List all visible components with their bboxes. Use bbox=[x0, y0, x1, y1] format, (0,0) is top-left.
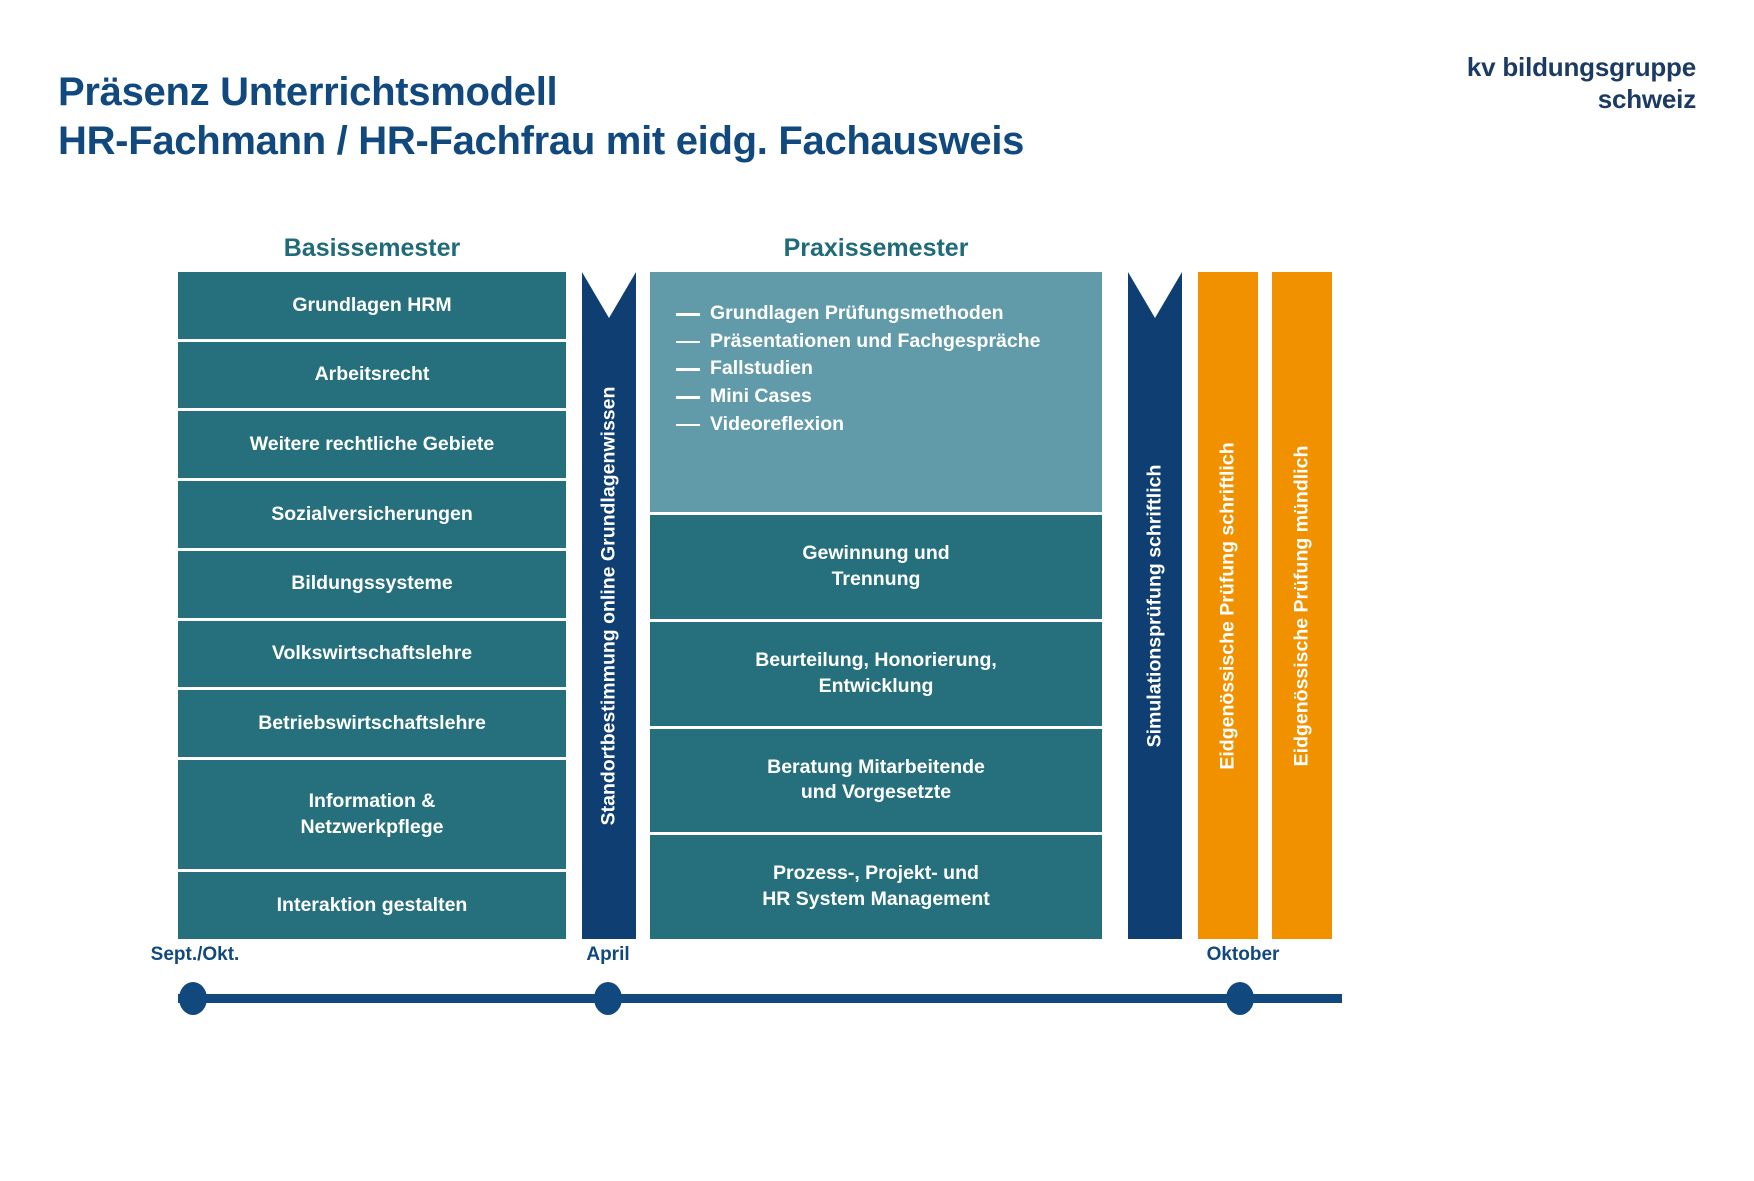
dash-icon bbox=[676, 313, 700, 316]
bar-simulationspruefung[interactable]: Simulationsprüfung schriftlich bbox=[1128, 272, 1182, 939]
dash-icon bbox=[676, 423, 700, 427]
basis-block-volkswirtschaftslehre[interactable]: Volkswirtschaftslehre bbox=[178, 620, 566, 688]
timeline-label-april: April bbox=[586, 944, 630, 965]
dash-icon bbox=[676, 368, 700, 371]
basis-block-arbeitsrecht[interactable]: Arbeitsrecht bbox=[178, 341, 566, 409]
timeline-dot-april[interactable] bbox=[594, 982, 622, 1015]
basis-block-bildungssysteme[interactable]: Bildungssysteme bbox=[178, 550, 566, 618]
timeline-dot-oktober[interactable] bbox=[1226, 982, 1254, 1015]
timeline-label-oktober: Oktober bbox=[1206, 944, 1280, 965]
bar-standortbestimmung-label: Standortbestimmung online Grundlagenwiss… bbox=[597, 386, 620, 825]
basis-block-interaktion-gestalten[interactable]: Interaktion gestalten bbox=[178, 872, 566, 940]
bar-eidg-pruefung-muendlich-label: Eidgenössische Prüfung mündlich bbox=[1290, 445, 1313, 766]
list-item-label: Mini Cases bbox=[710, 385, 812, 408]
timeline-label-sept-okt: Sept./Okt. bbox=[150, 944, 240, 965]
dash-icon bbox=[676, 396, 700, 399]
list-item-label: Fallstudien bbox=[710, 357, 813, 380]
list-item: Präsentationen und Fachgespräche bbox=[676, 328, 1102, 356]
basis-block-grundlagen-hrm[interactable]: Grundlagen HRM bbox=[178, 272, 566, 339]
basis-block-sozialversicherungen[interactable]: Sozialversicherungen bbox=[178, 481, 566, 548]
list-item: Videoreflexion bbox=[676, 411, 1102, 439]
page-title: Präsenz Unterrichtsmodell HR-Fachmann / … bbox=[58, 68, 1238, 166]
notch-shape bbox=[1128, 272, 1182, 318]
list-item: Grundlagen Prüfungsmethoden bbox=[676, 300, 1102, 328]
praxis-methods-block[interactable]: Grundlagen Prüfungsmethoden Präsentation… bbox=[650, 272, 1102, 512]
heading-basissemester: Basissemester bbox=[283, 234, 461, 262]
basis-block-betriebswirtschaftslehre[interactable]: Betriebswirtschaftslehre bbox=[178, 690, 566, 757]
column-basissemester: Grundlagen HRM Arbeitsrecht Weitere rech… bbox=[178, 272, 566, 940]
bar-simulationspruefung-label: Simulationsprüfung schriftlich bbox=[1143, 464, 1166, 747]
page-title-line-1: Präsenz Unterrichtsmodell bbox=[58, 70, 558, 114]
column-praxissemester: Grundlagen Prüfungsmethoden Präsentation… bbox=[650, 272, 1102, 939]
list-item-label: Videoreflexion bbox=[710, 412, 845, 435]
notch-shape bbox=[582, 272, 636, 318]
brand-logo-line-1: kv bildungsgruppe bbox=[1466, 52, 1696, 82]
basis-block-information-netzwerkpflege[interactable]: Information &Netzwerkpflege bbox=[178, 759, 566, 870]
brand-logo: kv bildungsgruppe schweiz bbox=[1467, 52, 1696, 115]
timeline: Sept./Okt. April Oktober bbox=[0, 944, 1754, 1054]
heading-praxissemester: Praxissemester bbox=[783, 234, 969, 262]
bar-eidg-pruefung-schriftlich-label: Eidgenössische Prüfung schriftlich bbox=[1216, 441, 1239, 770]
list-item-label: Grundlagen Prüfungsmethoden bbox=[710, 302, 1004, 324]
timeline-dot-sept-okt[interactable] bbox=[179, 982, 207, 1015]
dash-icon bbox=[676, 340, 700, 344]
timeline-axis bbox=[178, 994, 1342, 1003]
list-item: Fallstudien bbox=[676, 355, 1102, 383]
basis-block-weitere-rechtliche-gebiete[interactable]: Weitere rechtliche Gebiete bbox=[178, 411, 566, 479]
list-item-label: Präsentationen und Fachgespräche bbox=[710, 329, 1041, 352]
page-title-line-2: HR-Fachmann / HR-Fachfrau mit eidg. Fach… bbox=[58, 118, 1025, 163]
brand-logo-line-2: schweiz bbox=[1597, 83, 1697, 114]
bar-eidg-pruefung-schriftlich[interactable]: Eidgenössische Prüfung schriftlich bbox=[1198, 272, 1258, 939]
praxis-block-beurteilung-honorierung-entwicklung[interactable]: Beurteilung, Honorierung,Entwicklung bbox=[650, 621, 1102, 726]
bar-eidg-pruefung-muendlich[interactable]: Eidgenössische Prüfung mündlich bbox=[1272, 272, 1332, 939]
list-item: Mini Cases bbox=[676, 383, 1102, 411]
bar-standortbestimmung[interactable]: Standortbestimmung online Grundlagenwiss… bbox=[582, 272, 636, 939]
